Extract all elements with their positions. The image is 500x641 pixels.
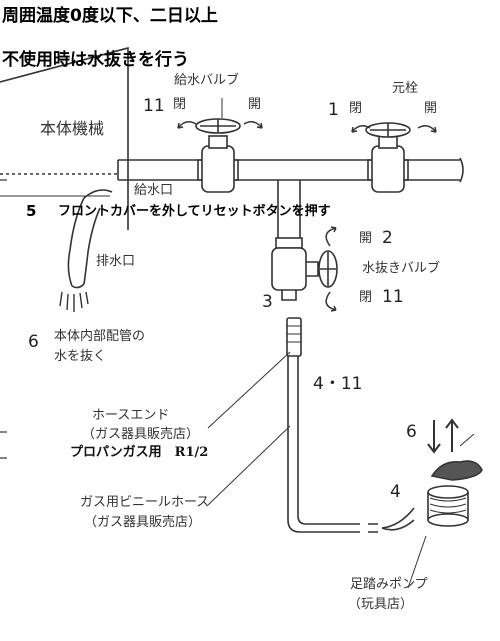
water-supply-valve — [195, 118, 241, 193]
drain-rotation-arrows — [325, 226, 337, 312]
hose-end-label: ホースエンド — [92, 408, 170, 423]
leader-lines — [207, 98, 427, 589]
rotation-arrows — [177, 121, 437, 133]
water-drops — [59, 291, 89, 312]
hose-end-fitting — [286, 317, 302, 357]
gas-hose-label: ガス用ビニールホース — [80, 495, 210, 510]
open-label-b: 開 — [424, 101, 438, 116]
foot-pump-label: 足踏みポンプ — [350, 577, 428, 592]
step-3: 3 — [262, 292, 273, 312]
drain-valve-label: 水抜きバルブ — [362, 261, 441, 276]
step-5-text: フロントカバーを外してリセットボタンを押す — [58, 204, 331, 219]
header-line-1: 周囲温度0度以下、二日以上 — [2, 6, 218, 26]
hose-end-shop-label: （ガス器具販売店） — [82, 427, 200, 442]
gas-hose-shop-label: （ガス器具販売店） — [84, 515, 202, 530]
step-4: 4 — [390, 482, 401, 502]
water-valve-label: 給水バルブ — [174, 73, 240, 88]
step-2: 2 — [382, 228, 393, 248]
vinyl-hose — [287, 356, 415, 533]
step-11-b: 11 — [382, 287, 404, 307]
drain-open-label: 開 — [359, 231, 373, 246]
step-6-text-2: 水を抜く — [54, 349, 107, 364]
main-valve — [365, 122, 411, 193]
step-6-text-1: 本体内部配管の — [54, 329, 146, 344]
step-11-top: 11 — [143, 96, 165, 116]
supply-pipe — [117, 157, 464, 183]
step-4-11: 4・11 — [313, 374, 363, 394]
propane-label: プロパンガス用 R1/2 — [70, 445, 209, 460]
close-label-a: 閉 — [173, 97, 187, 112]
branch-pipe — [277, 180, 301, 238]
step-1: 1 — [328, 100, 339, 120]
foot-pump — [427, 433, 483, 527]
step-6-pump: 6 — [406, 422, 417, 442]
toy-shop-label: （玩具店） — [348, 597, 414, 612]
drain-outlet-pipe — [67, 189, 113, 289]
water-inlet-label: 給水口 — [134, 183, 174, 198]
header-line-2: 不使用時は水抜きを行う — [2, 50, 189, 70]
drain-outlet-label: 排水口 — [96, 254, 136, 269]
unit-label: 本体機械 — [40, 119, 105, 138]
open-label-a: 開 — [248, 97, 262, 112]
drain-valve — [271, 237, 338, 301]
close-label-b: 閉 — [349, 101, 363, 116]
pump-arrows — [427, 418, 459, 454]
unit-body — [0, 46, 129, 230]
main-valve-label: 元栓 — [392, 81, 419, 96]
drain-close-label: 閉 — [359, 290, 373, 305]
step-5: 5 — [26, 202, 37, 220]
edge-marks — [0, 179, 7, 459]
step-6: 6 — [28, 332, 39, 352]
